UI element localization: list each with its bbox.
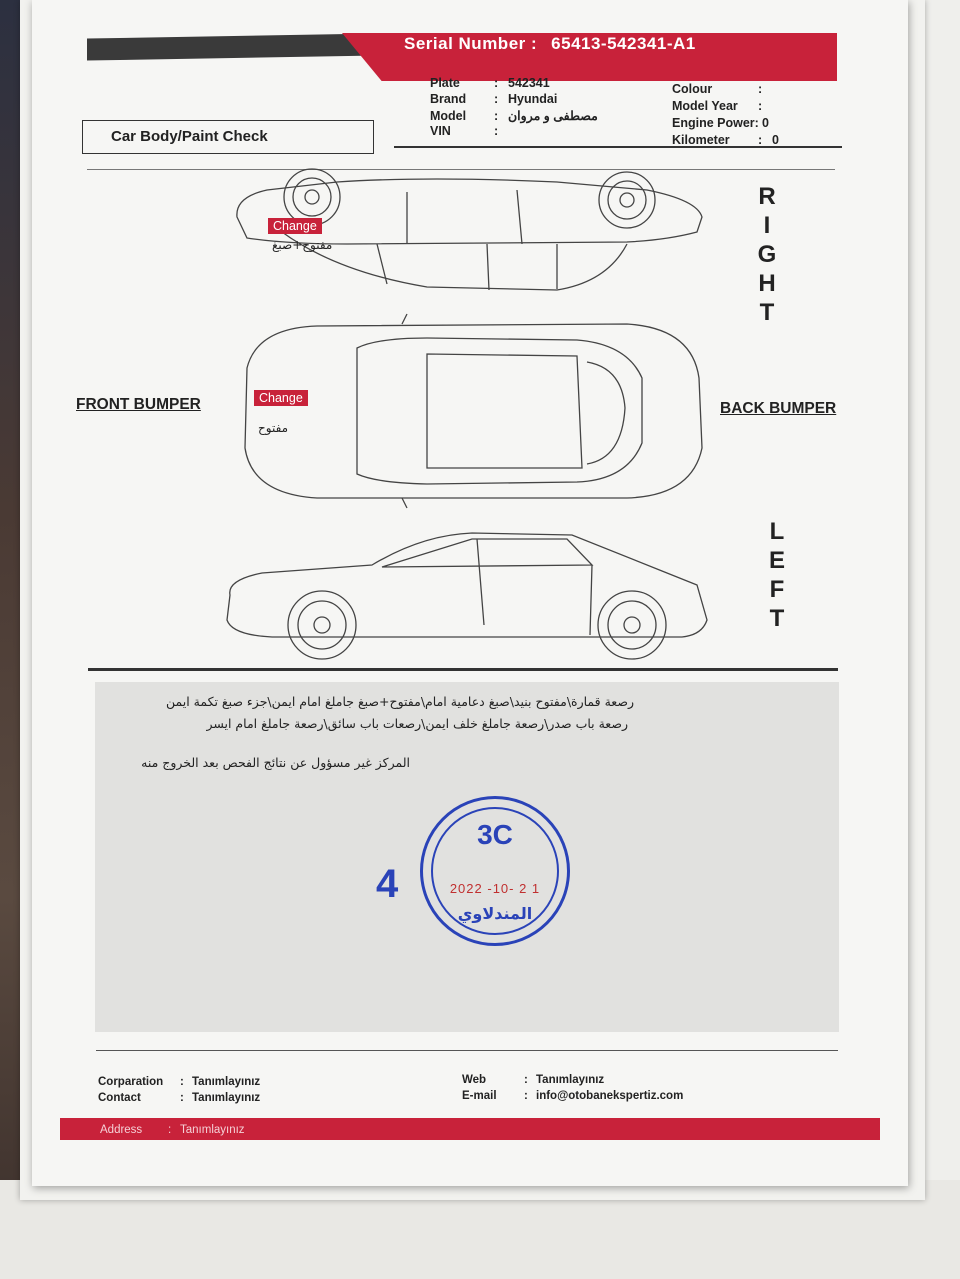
- serial-number: Serial Number : 65413-542341-A1: [404, 34, 696, 54]
- footer-red-bar: [60, 1118, 880, 1140]
- engine-power-label: Engine Power:: [672, 116, 759, 130]
- contact-value: Tanımlayınız: [192, 1092, 261, 1104]
- kilometer-row: Kilometer:0: [672, 133, 779, 147]
- brand-row: Brand:Hyundai: [430, 92, 558, 106]
- web-label: Web: [462, 1074, 487, 1086]
- kilometer-label: Kilometer: [672, 133, 730, 147]
- car-top-view: [244, 313, 703, 509]
- left-letter: F: [769, 576, 785, 603]
- right-side-label: R I G H T: [752, 182, 782, 327]
- model-year-label: Model Year: [672, 99, 738, 113]
- contact-label: Contact: [98, 1092, 141, 1104]
- footer-web: Web:Tanımlayınız: [462, 1074, 605, 1086]
- right-letter: R: [758, 183, 776, 210]
- car-right-view: [236, 168, 703, 291]
- footer-email: E-mail:info@otobanekspertiz.com: [462, 1090, 684, 1102]
- right-letter: G: [757, 241, 777, 268]
- footer-contact: Contact:Tanımlayınız: [98, 1092, 261, 1104]
- inspection-stamp: 3C 2022 -10- 2 1 المندلاوي: [420, 796, 570, 946]
- handwritten-number: 4: [376, 862, 399, 906]
- model-row: Model:مصطفى و مروان: [430, 109, 598, 123]
- stamp-code: 3C: [477, 819, 513, 850]
- mark-note-top: مفتوح: [258, 421, 289, 435]
- plate-label: Plate: [430, 76, 460, 90]
- left-letter: T: [769, 605, 785, 632]
- change-tag-top: Change: [254, 390, 308, 406]
- corporation-value: Tanımlayınız: [192, 1076, 261, 1088]
- footer-address: Address:Tanımlayınız: [100, 1124, 245, 1136]
- colour-row: Colour:: [672, 82, 763, 96]
- footer-rule: [96, 1050, 838, 1051]
- serial-label: Serial Number :: [404, 34, 538, 53]
- model-value: مصطفى و مروان: [508, 109, 598, 123]
- engine-power-row: Engine Power:0: [672, 116, 769, 130]
- diagram-top-rule: [87, 169, 835, 170]
- brand-label: Brand: [430, 92, 467, 106]
- footer-corporation: Corparation:Tanımlayınız: [98, 1076, 261, 1088]
- plate-row: Plate:542341: [430, 76, 550, 90]
- section-title: Car Body/Paint Check: [82, 120, 374, 154]
- web-value: Tanımlayınız: [536, 1074, 605, 1086]
- header-divider: [394, 146, 842, 148]
- stamp-name: المندلاوي: [457, 904, 533, 923]
- brand-value: Hyundai: [508, 92, 558, 106]
- diagram-bottom-rule: [88, 668, 838, 671]
- corporation-label: Corparation: [98, 1076, 164, 1088]
- stamp-inner-ring: [431, 807, 559, 935]
- model-label: Model: [430, 109, 467, 123]
- model-year-row: Model Year:: [672, 99, 763, 113]
- kilometer-value: 0: [772, 133, 779, 147]
- plate-value: 542341: [508, 76, 550, 90]
- address-label: Address: [100, 1124, 143, 1136]
- note-line-2: رصعة باب صدر\رصعة جاملغ خلف ايمن\رصعات ب…: [206, 716, 628, 731]
- header-red-bar: [342, 33, 837, 81]
- serial-value: 65413-542341-A1: [551, 34, 696, 53]
- right-letter: I: [763, 212, 771, 239]
- header-gray-bar: [87, 33, 377, 61]
- vin-row: VIN:: [430, 124, 499, 138]
- left-letter: E: [768, 547, 785, 574]
- email-value: info@otobanekspertiz.com: [536, 1090, 684, 1102]
- left-side-label: L E F T: [762, 517, 792, 633]
- change-tag-right: Change: [268, 218, 322, 234]
- car-left-view: [226, 532, 708, 660]
- disclaimer: المركز غير مسؤول عن نتائج الفحص بعد الخر…: [141, 755, 410, 770]
- email-label: E-mail: [462, 1090, 497, 1102]
- inspection-report-page: Serial Number : 65413-542341-A1 Plate:542…: [32, 0, 908, 1186]
- front-bumper-label: FRONT BUMPER: [76, 396, 201, 413]
- colour-label: Colour: [672, 82, 713, 96]
- vin-label: VIN: [430, 124, 451, 138]
- left-letter: L: [769, 518, 785, 545]
- note-line-1: رصعة قمارة\مفتوح بنيد\صبغ دعامية امام\مف…: [165, 694, 634, 709]
- right-letter: T: [759, 299, 775, 326]
- engine-power-value: 0: [762, 116, 769, 130]
- stamp-date: 2022 -10- 2 1: [449, 881, 541, 896]
- back-bumper-label: BACK BUMPER: [720, 400, 837, 417]
- right-letter: H: [758, 270, 776, 297]
- address-value: Tanımlayınız: [180, 1124, 245, 1136]
- mark-note-right: مفتوح+صبغ: [272, 238, 333, 252]
